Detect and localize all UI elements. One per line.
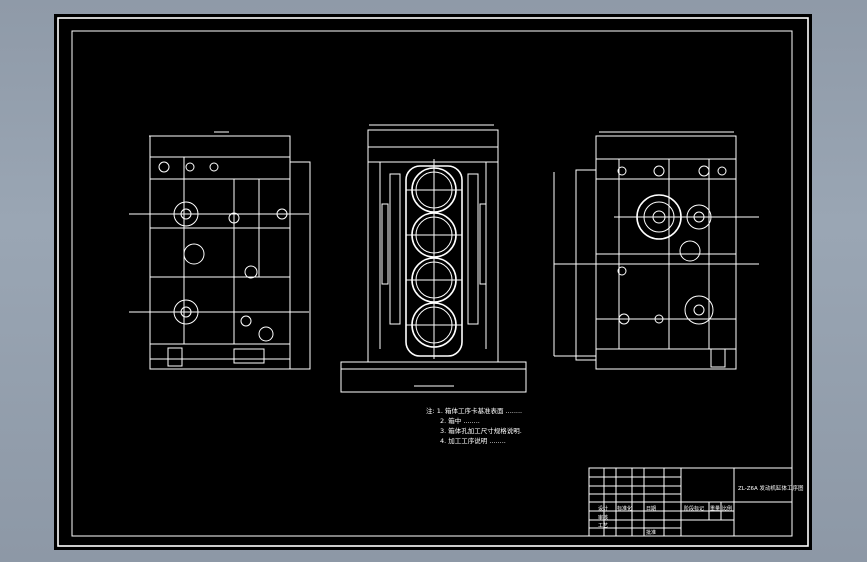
title-cell-stage: 阶段标记	[684, 505, 704, 512]
title-block: 设计 审核 工艺 标准化 日期 阶段标记 重量 比例 批准 ZL-Z6A 发动机…	[588, 467, 804, 537]
title-cell-review: 审核	[598, 514, 608, 521]
title-cell-approve: 批准	[646, 529, 656, 536]
center-front-view	[340, 124, 527, 393]
note-line-1: 注: 1. 箱体工序卡基准表面 ........	[426, 406, 522, 415]
technical-notes: 注: 1. 箱体工序卡基准表面 ........ 2. 箱中 ........ …	[426, 406, 522, 445]
note-line-2: 2. 箱中 ........	[440, 416, 480, 425]
outer-border	[57, 17, 809, 547]
drawing-name: ZL-Z6A 发动机缸体工序图	[738, 484, 804, 492]
note-line-4: 4. 加工工序说明 ........	[440, 436, 506, 445]
title-cell-standard: 标准化	[617, 505, 632, 512]
right-side-view	[553, 131, 759, 370]
cad-drawing-viewport[interactable]: 设计 审核 工艺 标准化 日期 阶段标记 重量 比例 批准 ZL-Z6A 发动机…	[54, 14, 812, 550]
inner-border	[71, 30, 793, 537]
title-cell-design: 设计	[598, 505, 608, 512]
title-cell-date: 日期	[646, 506, 656, 512]
title-cell-process: 工艺	[598, 523, 608, 529]
drawing-canvas: 设计 审核 工艺 标准化 日期 阶段标记 重量 比例 批准 ZL-Z6A 发动机…	[57, 17, 809, 547]
note-line-3: 3. 箱体孔加工尺寸规格说明.	[440, 426, 522, 435]
title-cell-weight: 重量	[710, 505, 720, 512]
left-side-view	[129, 131, 311, 370]
title-cell-scale: 比例	[722, 505, 732, 512]
